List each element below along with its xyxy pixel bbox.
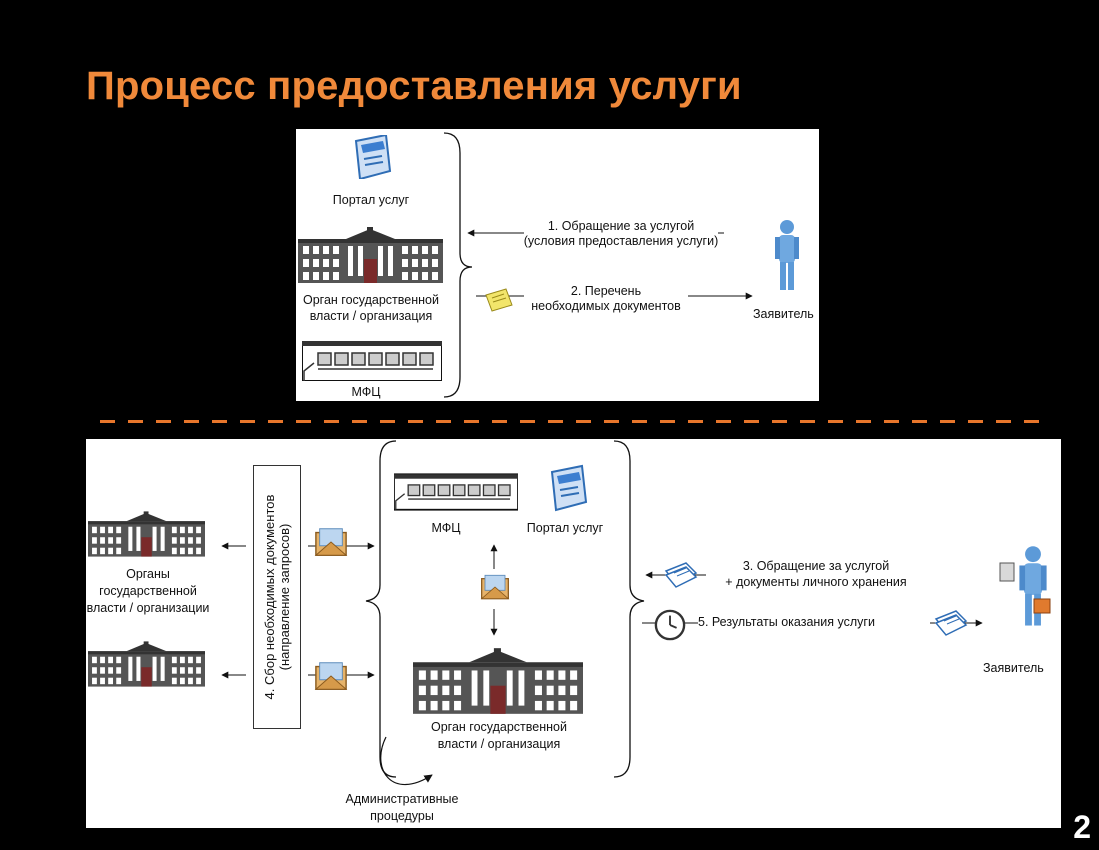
- clock-icon: [654, 609, 686, 641]
- result-documents-icon: [935, 610, 967, 636]
- government-building-icon-2: [88, 641, 205, 687]
- mfc-label: МФЦ: [431, 521, 461, 535]
- government-building-icon: [298, 227, 443, 283]
- left-bracket: [365, 440, 397, 778]
- bottom-diagram-graphics: [88, 440, 1051, 786]
- mfc-building-icon: [302, 341, 442, 381]
- step2-line1: 2. Перечень: [570, 284, 642, 298]
- envelope-icon-1: [314, 527, 348, 557]
- org-label-line1: Орган государственной: [431, 720, 567, 734]
- slide-title: Процесс предоставления услуги: [86, 64, 742, 108]
- dashed-divider: [100, 420, 1050, 423]
- applicant-icon: [775, 220, 799, 290]
- orgs-label-line3: власти / организации: [86, 601, 210, 615]
- step4-line1: 4. Сбор необходимых документов: [262, 494, 277, 700]
- bracket: [443, 132, 473, 398]
- bottom-diagram-panel: Органы государственной власти / организа…: [86, 439, 1061, 828]
- envelope-icon-2: [314, 661, 348, 691]
- step4-line2: (направление запросов): [277, 523, 292, 671]
- mfc-building-icon: [394, 473, 518, 511]
- admin-label-line1: Административные: [345, 792, 459, 806]
- applicant-label: Заявитель: [753, 307, 814, 321]
- government-building-icon-1: [88, 511, 205, 557]
- portal-icon: [355, 135, 391, 179]
- admin-label-line2: процедуры: [370, 809, 434, 823]
- applicant-tablet-icon: [999, 562, 1015, 582]
- applicant-label: Заявитель: [983, 661, 1044, 675]
- applicant-icon: [1019, 546, 1047, 626]
- orgs-label-line2: государственной: [99, 584, 197, 598]
- briefcase-icon: [1033, 598, 1051, 614]
- portal-icon: [550, 464, 588, 512]
- page-number: 2: [1073, 809, 1091, 845]
- org-label-line1: Орган государственной: [303, 293, 439, 307]
- portal-label: Портал услуг: [332, 193, 410, 207]
- step1-line1: 1. Обращение за услугой: [547, 219, 695, 233]
- cycle-arrow-1: [380, 736, 433, 786]
- top-diagram-graphics: [298, 132, 799, 398]
- mfc-label: МФЦ: [351, 385, 381, 399]
- step2-line2: необходимых документов: [531, 299, 681, 313]
- portal-label: Портал услуг: [526, 521, 604, 535]
- step4-box: 4. Сбор необходимых документов (направле…: [253, 465, 301, 729]
- government-building-icon-main: [413, 648, 583, 714]
- top-diagram-panel: Портал услуг Орган государственной власт…: [296, 129, 819, 401]
- org-label-line2: власти / организация: [437, 737, 561, 751]
- envelope-icon-3: [480, 574, 510, 600]
- step1-line2: (условия предоставления услуги): [523, 234, 719, 248]
- org-label-line2: власти / организация: [309, 309, 433, 323]
- orgs-label-line1: Органы: [126, 567, 170, 581]
- right-bracket: [613, 440, 645, 778]
- step3-line2: + документы личного хранения: [725, 575, 907, 589]
- step3-line1: 3. Обращение за услугой: [742, 559, 890, 573]
- documents-icon: [665, 562, 697, 588]
- step5-label: 5. Результаты оказания услуги: [698, 615, 875, 629]
